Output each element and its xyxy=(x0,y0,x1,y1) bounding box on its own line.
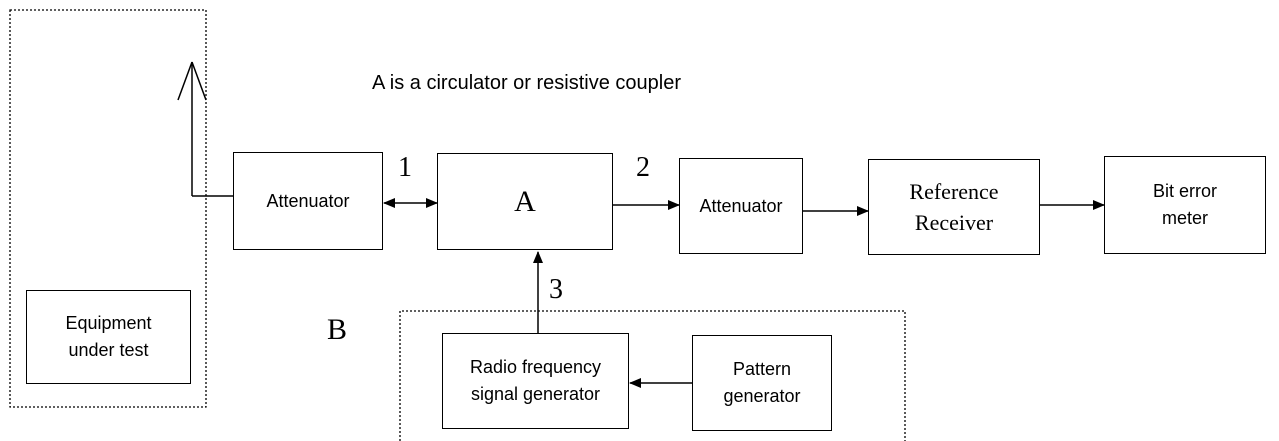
port-3-label: 3 xyxy=(549,274,563,305)
eut-dotted-boundary xyxy=(9,9,207,408)
region-b-label: B xyxy=(327,313,348,346)
region-b-dotted-boundary xyxy=(399,310,906,441)
pattern-generator-label: Pattern generator xyxy=(723,359,801,406)
coupler-a-box: A xyxy=(437,153,613,250)
bit-error-meter-label: Bit error meter xyxy=(1152,181,1217,228)
reference-receiver-box: Reference Receiver xyxy=(868,159,1040,255)
port-2-label: 2 xyxy=(636,152,650,183)
attenuator-1-box: Attenuator xyxy=(233,152,383,250)
attenuator-1-label: Attenuator xyxy=(266,190,350,211)
circulator-note: A is a circulator or resistive coupler xyxy=(372,72,682,94)
reference-receiver-label: Reference Receiver xyxy=(909,179,999,235)
equipment-under-test-label: Equipment under test xyxy=(65,313,152,360)
coupler-a-label: A xyxy=(514,185,536,218)
bit-error-meter-box: Bit error meter xyxy=(1104,156,1266,254)
antenna-icon xyxy=(177,61,234,197)
rf-signal-generator-label: Radio frequency signal generator xyxy=(469,357,602,404)
rf-signal-generator-box: Radio frequency signal generator xyxy=(442,333,629,429)
attenuator-2-box: Attenuator xyxy=(679,158,803,254)
equipment-under-test-box: Equipment under test xyxy=(26,290,191,384)
attenuator-2-label: Attenuator xyxy=(699,195,783,216)
pattern-generator-box: Pattern generator xyxy=(692,335,832,431)
port-1-label: 1 xyxy=(398,152,412,183)
